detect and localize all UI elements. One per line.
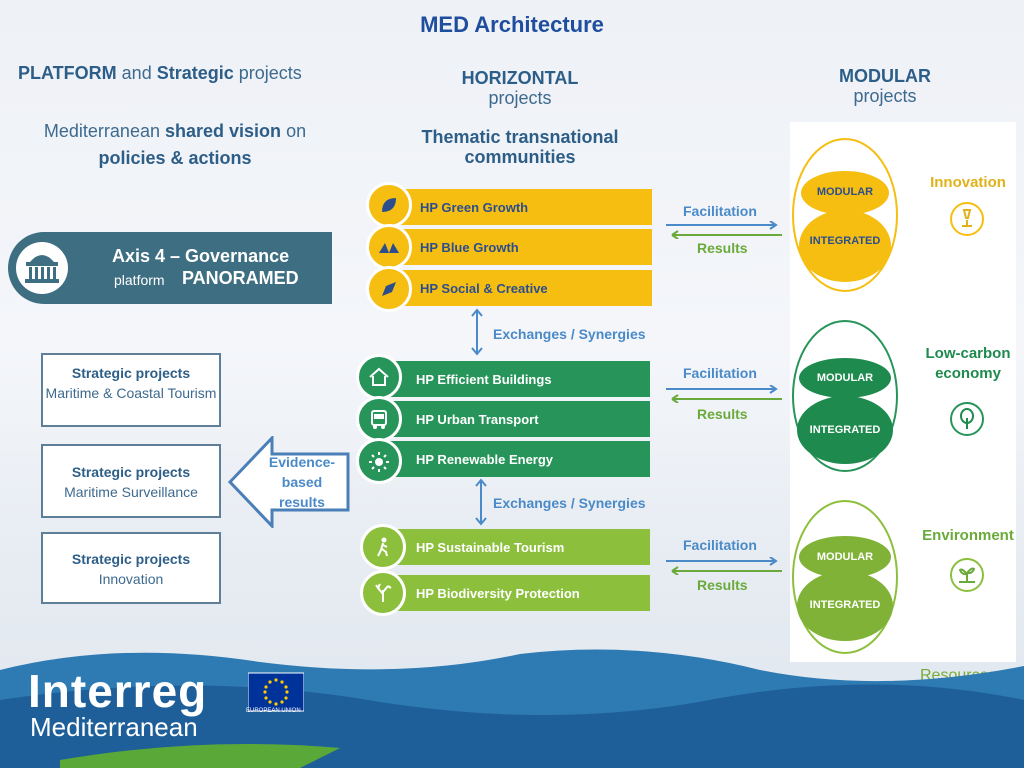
strategic-project-desc: Maritime & Coastal Tourism [45,385,217,401]
wave-icon [366,224,412,270]
modular-header: MODULAR projects [785,66,985,106]
facilitation-results-arrows [666,221,782,239]
strategic-label: Strategic [156,63,234,83]
evidence-label: Evidence-based results [268,454,336,510]
policies-label: policies & actions [98,148,252,168]
theme-line: Innovation [930,174,1006,191]
facilitation-results-arrows [666,557,782,575]
hp-bar: HP Urban Transport [378,401,650,437]
projects-label: projects [238,63,302,83]
theme-line: economy [935,365,1001,382]
tree-icon [950,402,984,436]
results-label: Results [697,240,748,256]
facilitation-label: Facilitation [683,537,757,553]
evidence-arrow [228,436,350,528]
facilitation-label: Facilitation [683,365,757,381]
sun-icon [356,438,402,484]
on-label: on [286,121,307,141]
strategic-project-box: Strategic projects Innovation [41,532,221,604]
governance-platform-label: platform [114,272,165,288]
mediterranean-label: Mediterranean [43,121,160,141]
mediterranean-logo: Mediterranean [30,712,198,742]
modular-panel: MODULAR INTEGRATED Innovation MODULAR IN… [790,122,1016,662]
thematic-header: Thematic transnational communities [421,127,619,167]
bus-icon [356,396,402,442]
modular-ellipse [792,500,898,654]
hp-bar: HP Renewable Energy [378,441,650,477]
pen-icon [366,266,412,312]
strategic-project-desc: Maritime Surveillance [64,484,198,500]
hp-bar: HP Green Growth [390,189,652,225]
hp-bar: HP Social & Creative [390,270,652,306]
leaf-icon [366,182,412,228]
integrated-label: INTEGRATED [809,599,881,611]
building-icon [16,242,68,294]
and-label: and [121,63,152,83]
exchanges-label: Exchanges / Synergies [493,495,646,511]
page-title: MED Architecture [420,12,604,37]
theme-title: Innovation [920,174,1016,192]
shared-vision-label: shared vision [165,121,282,141]
hp-label: HP Green Growth [420,199,529,215]
platform-label: PLATFORM [18,63,117,83]
strategic-project-desc: Innovation [98,571,164,587]
strategic-project-title: Strategic projects [71,551,191,567]
results-label: Results [697,577,748,593]
modular-sub: projects [853,86,917,106]
exchange-arrow [475,478,487,526]
hp-label: HP Renewable Energy [416,451,554,467]
hp-label: HP Blue Growth [420,239,519,255]
hp-label: HP Sustainable Tourism [416,539,565,555]
theme-line: Low-carbon [925,345,1011,362]
modular-label: MODULAR [816,551,874,563]
results-label: Results [697,406,748,422]
horizontal-header: HORIZONTAL projects [420,68,620,108]
theme-line: Environment [922,527,1014,544]
eu-flag-icon [248,672,304,712]
hp-label: HP Social & Creative [420,280,548,296]
integrated-label: INTEGRATED [809,424,881,436]
hp-label: HP Urban Transport [416,411,539,427]
microscope-icon [950,202,984,236]
hp-label: HP Efficient Buildings [416,371,552,387]
strategic-project-title: Strategic projects [71,365,191,381]
theme-title: Environment [920,527,1016,545]
facilitation-results-arrows [666,385,782,403]
facilitation-label: Facilitation [683,203,757,219]
hp-bar: HP Sustainable Tourism [378,529,650,565]
horizontal-sub: projects [488,88,552,108]
hp-label: HP Biodiversity Protection [416,585,580,601]
integrated-label: INTEGRATED [809,235,881,247]
exchanges-label: Exchanges / Synergies [493,326,646,342]
modular-title: MODULAR [839,66,931,86]
modular-ellipse [792,138,898,292]
interreg-logo: Interreg [28,665,208,717]
horizontal-title: HORIZONTAL [461,68,579,88]
coral-icon [360,570,406,616]
house-icon [356,354,402,400]
governance-name: PANORAMED [182,268,299,288]
modular-label: MODULAR [816,186,874,198]
vision-header: Mediterranean shared vision on policies … [20,118,330,172]
theme-title: Low-carbon economy [920,344,1016,384]
hiker-icon [360,524,406,570]
exchange-arrow [471,308,483,356]
modular-label: MODULAR [816,372,874,384]
governance-platform: Axis 4 – Governance platform PANORAMED [8,232,332,304]
hp-bar: HP Efficient Buildings [378,361,650,397]
plant-hand-icon [950,558,984,592]
modular-ellipse [792,320,898,472]
governance-axis: Axis 4 – Governance [112,246,290,266]
platform-header: PLATFORM and Strategic projects [18,63,302,84]
strategic-project-title: Strategic projects [71,464,191,480]
strategic-project-box: Strategic projects Maritime Surveillance [41,444,221,518]
hp-bar: HP Biodiversity Protection [378,575,650,611]
hp-bar: HP Blue Growth [390,229,652,265]
eu-label: EUROPEAN UNION [246,708,301,714]
strategic-project-box: Strategic projects Maritime & Coastal To… [41,353,221,427]
